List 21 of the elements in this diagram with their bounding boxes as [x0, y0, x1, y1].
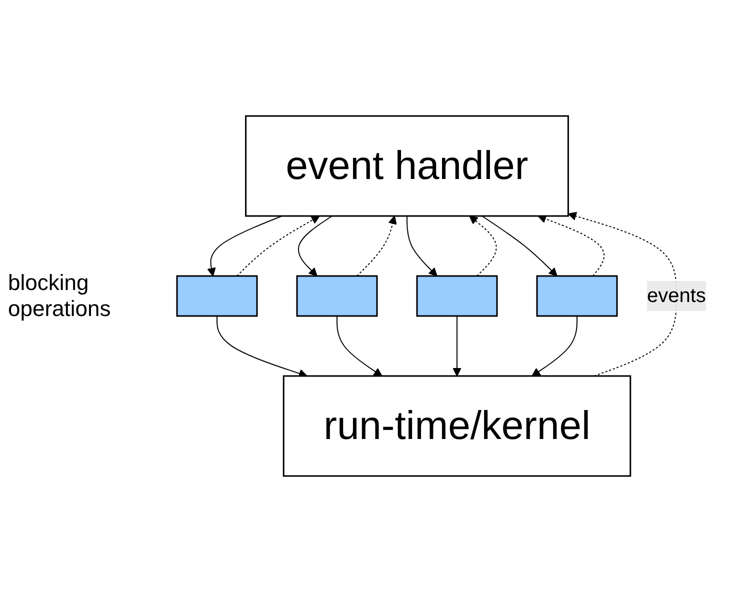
node-box	[536, 274, 618, 316]
arrow	[567, 211, 676, 376]
arrow	[236, 215, 320, 276]
node-box: run-time/kernel	[282, 374, 631, 476]
node-box	[296, 274, 378, 316]
arrow	[206, 215, 282, 276]
node-box: event handler	[244, 114, 568, 216]
arrow	[298, 215, 332, 276]
node-box	[176, 274, 258, 316]
annotation-text: blocking operations	[8, 270, 112, 322]
arrow	[452, 315, 461, 376]
arrow	[468, 215, 496, 276]
arrow	[531, 315, 578, 376]
arrow	[406, 215, 437, 276]
arrow	[537, 214, 604, 276]
arrow	[356, 215, 396, 276]
node-box	[416, 274, 498, 316]
edge-label: events	[646, 284, 706, 306]
arrow	[216, 315, 307, 378]
arrow	[481, 215, 557, 276]
arrow	[336, 315, 382, 376]
